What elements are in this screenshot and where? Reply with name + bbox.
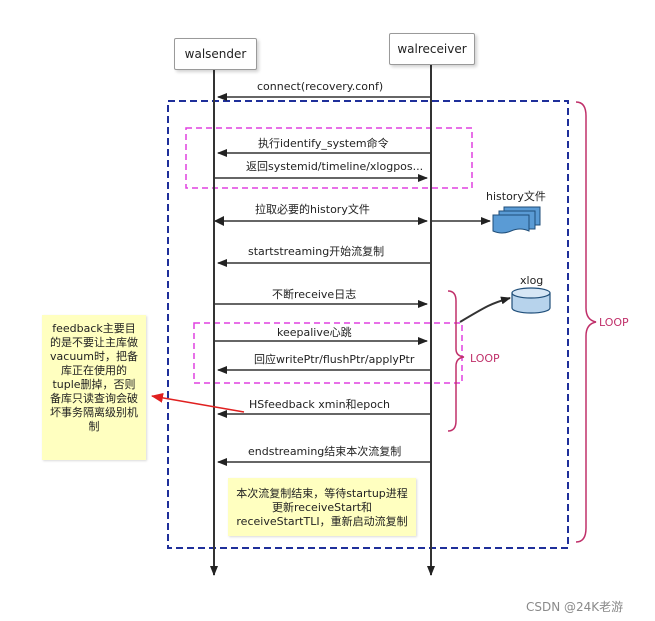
feedback-note-line: vacuum时，把备 — [50, 350, 138, 363]
msg-reply-ptr: 回应writePtr/flushPtr/applyPtr — [254, 353, 415, 366]
identify-group-frame — [185, 127, 473, 189]
feedback-note: feedback主要目 的是不要让主库做 vacuum时，把备 库正在使用的 t… — [42, 315, 146, 460]
msg-receive-log: 不断receive日志 — [272, 288, 357, 301]
xlog-database-icon — [511, 287, 551, 314]
feedback-note-line: 的是不要让主库做 — [50, 336, 138, 349]
outer-loop-frame — [167, 100, 569, 549]
walsender-box: walsender — [174, 38, 257, 70]
outer-loop-brace — [575, 101, 597, 543]
msg-endstreaming: endstreaming结束本次流复制 — [248, 445, 402, 458]
msg-identify: 执行identify_system命令 — [258, 137, 389, 150]
watermark: CSDN @24K老游 — [526, 600, 624, 614]
feedback-note-line: 制 — [88, 420, 100, 433]
msg-return-sysid: 返回systemid/timeline/xlogpos... — [246, 160, 424, 173]
keepalive-group-frame — [193, 322, 463, 384]
outer-loop-label: LOOP — [599, 316, 629, 329]
msg-fetch-history: 拉取必要的history文件 — [255, 203, 370, 216]
restart-note-line: receiveStartTLI，重新启动流复制 — [236, 515, 408, 528]
inner-loop-label: LOOP — [470, 352, 500, 365]
msg-hsfeedback: HSfeedback xmin和epoch — [249, 398, 391, 411]
restart-note-line: 本次流复制结束，等待startup进程 — [236, 487, 408, 500]
restart-note: 本次流复制结束，等待startup进程 更新receiveStart和 rece… — [228, 478, 416, 536]
feedback-note-line: feedback主要目 — [52, 322, 136, 335]
inner-loop-brace — [447, 290, 465, 432]
msg-connect: connect(recovery.conf) — [257, 80, 384, 93]
walreceiver-label: walreceiver — [397, 42, 467, 56]
walsender-label: walsender — [184, 47, 247, 61]
restart-note-line: 更新receiveStart和 — [271, 501, 373, 514]
feedback-note-line: 库正在使用的 — [61, 364, 127, 377]
xlog-label: xlog — [520, 274, 544, 287]
msg-startstreaming: startstreaming开始流复制 — [248, 245, 385, 258]
feedback-note-line: tuple删掉，否则 — [52, 378, 136, 391]
history-file-icon — [492, 206, 541, 234]
xlog-connector — [459, 296, 511, 323]
feedback-note-line: 备库只读查询会破 — [50, 392, 138, 405]
arrow-fetch-history-head-left — [214, 216, 224, 226]
msg-keepalive: keepalive心跳 — [277, 326, 352, 339]
feedback-note-line: 坏事务隔离级别机 — [50, 406, 138, 419]
hsfeedback-note-arrow — [151, 392, 245, 413]
walreceiver-box: walreceiver — [389, 33, 475, 65]
history-file-label: history文件 — [486, 190, 546, 203]
